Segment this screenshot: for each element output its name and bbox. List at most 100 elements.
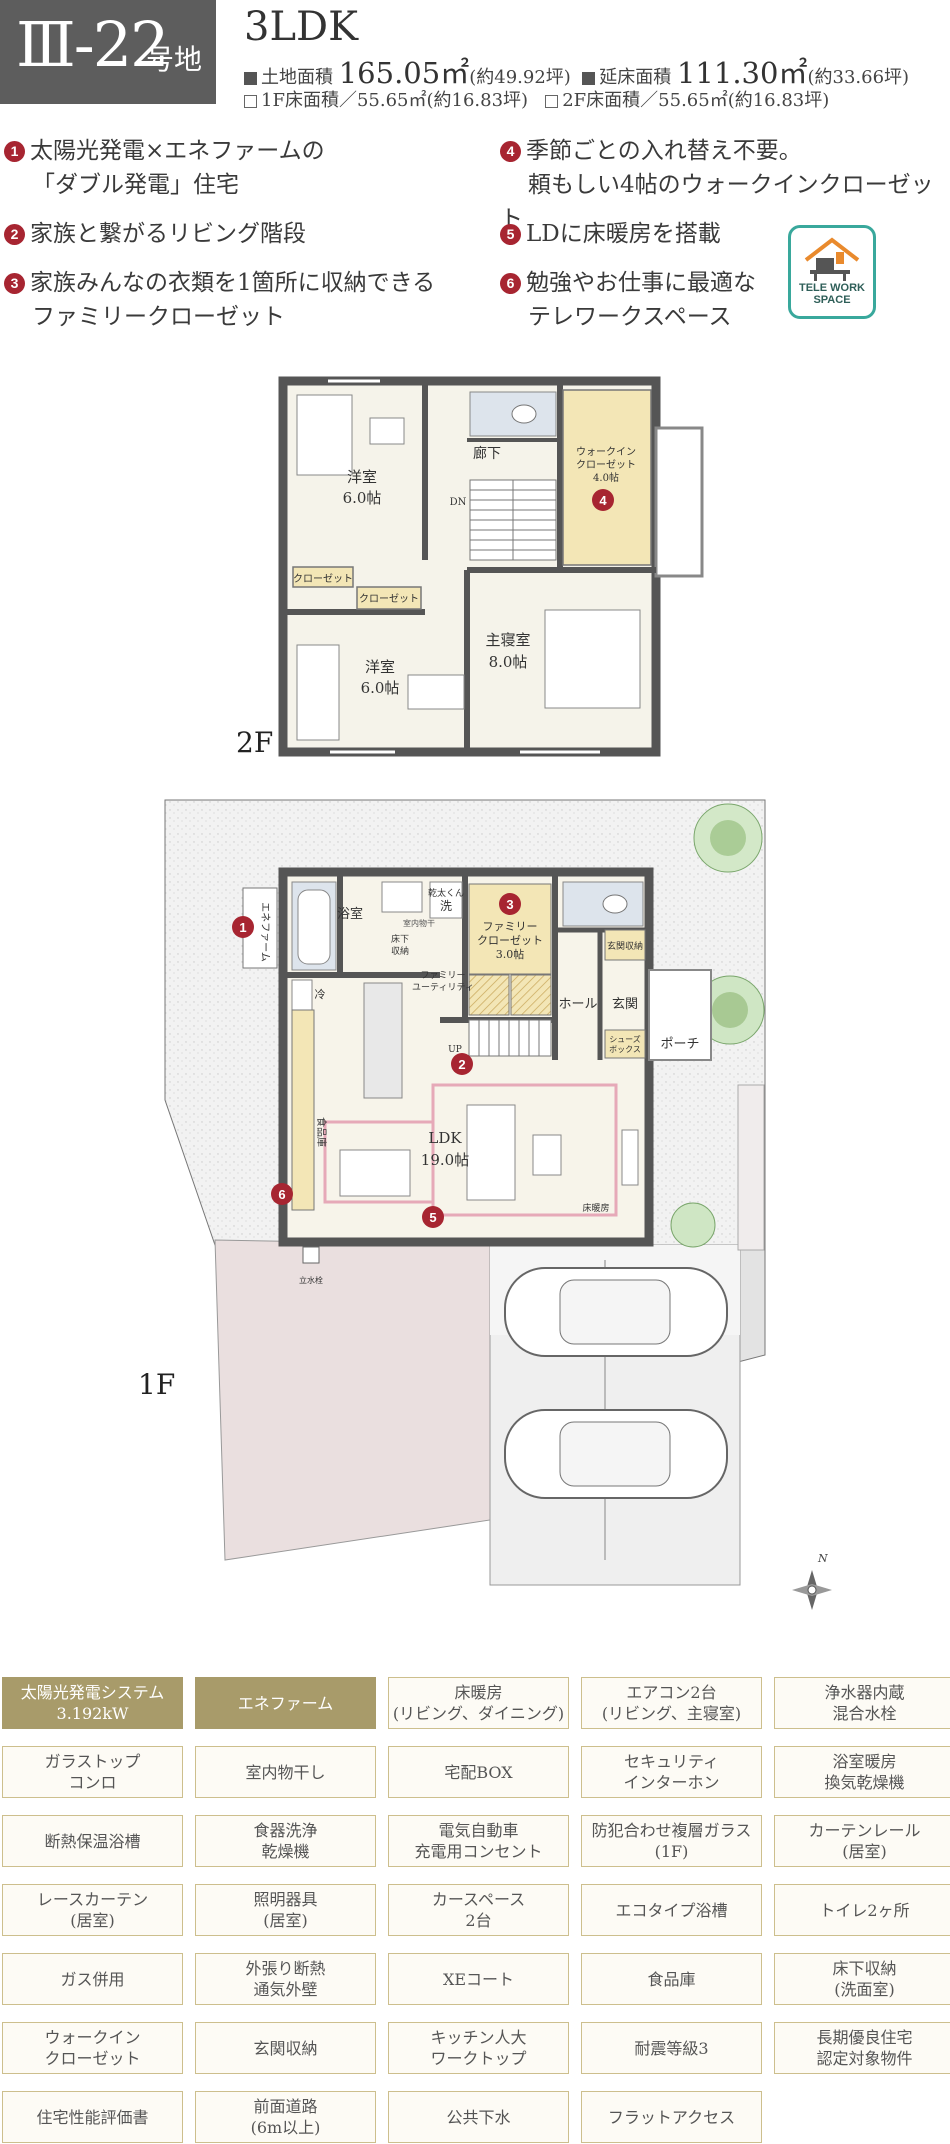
shoes-box-label-2: ボックス: [609, 1045, 641, 1054]
svg-text:1: 1: [239, 920, 246, 935]
equipment-item: 浄水器内蔵 混合水栓: [774, 1677, 950, 1729]
equipment-item-label: 宅配BOX: [444, 1762, 513, 1782]
first-floor-area: 1F床面積／55.65㎡(約16.83坪): [261, 90, 529, 111]
area-line-main: 土地面積 165.05㎡(約49.92坪) 延床面積 111.30㎡(約33.6…: [244, 50, 909, 92]
equipment-item: 室内物干し: [195, 1746, 376, 1798]
marker-2: 2: [451, 1053, 473, 1075]
closet-label-2: クローゼット: [359, 593, 419, 605]
family-closet-size: 3.0帖: [496, 948, 525, 961]
feature-text: 太陽光発電×エネファームの: [30, 138, 325, 164]
floor-area-label: 延床面積: [599, 67, 672, 88]
equipment-item: カースペース 2台: [388, 1884, 569, 1936]
compass-north-label: N: [817, 1552, 828, 1565]
lot-number: Ⅲ-22: [16, 8, 170, 81]
stairs-down-label: DN: [450, 497, 467, 508]
feature-number-badge: 1: [4, 141, 25, 162]
tree-icon: [693, 803, 763, 873]
equipment-item: 公共下水: [388, 2091, 569, 2143]
shoes-box-label-1: シューズ: [609, 1034, 641, 1044]
marker-5: 5: [422, 1206, 444, 1228]
floor-storage-label-1: 床下: [391, 933, 409, 945]
equipment-item: 宅配BOX: [388, 1746, 569, 1798]
equipment-item-label: 太陽光発電システム 3.192kW: [20, 1683, 165, 1723]
lot-number-badge: Ⅲ-22 号地: [0, 0, 216, 104]
marker-1: 1: [232, 916, 254, 938]
svg-text:2: 2: [458, 1057, 465, 1072]
laundry-label: 洗: [440, 899, 452, 913]
equipment-item: 玄関収納: [195, 2022, 376, 2074]
equipment-item-label: ガラストップ コンロ: [44, 1752, 141, 1792]
floor-2f-label: 2F: [236, 726, 273, 759]
family-closet-label-2: クローゼット: [477, 934, 543, 947]
area-line-sub: 1F床面積／55.65㎡(約16.83坪) 2F床面積／55.65㎡(約16.8…: [244, 86, 829, 112]
second-floor-area: 2F床面積／55.65㎡(約16.83坪): [562, 90, 830, 111]
land-area-label: 土地面積: [261, 67, 333, 88]
entrance-label: 玄関: [612, 997, 638, 1012]
equipment-item: キッチン人大 ワークトップ: [388, 2022, 569, 2074]
equipment-item: 防犯合わせ複層ガラス (1F): [581, 1815, 762, 1867]
equipment-item: カーテンレール (居室): [774, 1815, 950, 1867]
equipment-item: XEコート: [388, 1953, 569, 2005]
closet-label-1: クローゼット: [293, 573, 353, 585]
desk-chair-icon: [804, 237, 860, 281]
western-room-1-name: 洋室: [347, 468, 377, 486]
equipment-item: 住宅性能評価書: [2, 2091, 183, 2143]
equipment-item: ガス併用: [2, 1953, 183, 2005]
equipment-item-label: 防犯合わせ複層ガラス (1F): [591, 1821, 752, 1861]
floor-area-tsubo: (約33.66坪): [807, 67, 910, 88]
equipment-item: ウォークイン クローゼット: [2, 2022, 183, 2074]
entrance-storage-label: 玄関収納: [607, 940, 643, 952]
western-room-1-size: 6.0帖: [343, 489, 382, 507]
equipment-item: 電気自動車 充電用コンセント: [388, 1815, 569, 1867]
equipment-item: フラットアクセス: [581, 2091, 762, 2143]
equipment-item: レースカーテン (居室): [2, 1884, 183, 1936]
enefarm-label: エネファーム: [259, 902, 271, 962]
feature-text: 家族みんなの衣類を1箇所に収納できる: [30, 270, 436, 296]
marker-4: 4: [592, 489, 614, 511]
svg-text:5: 5: [429, 1210, 436, 1225]
marker-6: 6: [271, 1183, 293, 1205]
floor-storage-label-2: 収納: [391, 945, 409, 957]
feature-text: ファミリークローゼット: [32, 304, 285, 330]
equipment-item: エコタイプ浴槽: [581, 1884, 762, 1936]
bath-label: 浴室: [337, 906, 363, 922]
family-closet-label-1: ファミリー: [483, 920, 538, 933]
floor-area-value: 111.30㎡: [676, 56, 808, 90]
equipment-item-label: カースペース 2台: [431, 1890, 526, 1930]
equipment-item: 長期優良住宅 認定対象物件: [774, 2022, 950, 2074]
equipment-item-label: 公共下水: [446, 2107, 511, 2127]
equipment-item-label: 照明器具 (居室): [253, 1890, 318, 1930]
equipment-item-label: フラットアクセス: [607, 2107, 736, 2127]
compass-icon: N: [792, 1552, 832, 1610]
telework-space-badge: TELE WORK SPACE: [788, 225, 876, 319]
hall-1f-label: ホール: [558, 997, 597, 1012]
feature-number-badge: 6: [500, 273, 521, 294]
filled-square-icon: [244, 71, 257, 85]
car-icon: [504, 1409, 728, 1499]
equipment-item-label: XEコート: [442, 1969, 515, 1989]
wic-label-2: クローゼット: [576, 459, 636, 471]
equipment-item-label: 前面道路 (6m以上): [250, 2097, 321, 2137]
family-utility-label-1: ファミリー: [420, 971, 465, 981]
ldk-name: LDK: [428, 1129, 462, 1147]
car-icon: [504, 1267, 728, 1357]
telework-badge-line1: TELE WORK: [799, 282, 865, 294]
first-floor-site: エネファーム 浴室 乾太くん 洗 室内物干 床下 収納 ファミリー クローゼット…: [138, 799, 832, 1610]
equipment-item-label: 浴室暖房 換気乾燥機: [824, 1752, 905, 1792]
ldk-size: 19.0帖: [421, 1151, 469, 1169]
stairs-up-label: UP: [448, 1045, 462, 1055]
indoor-drying-label: 室内物干: [403, 918, 435, 928]
western-room-2-size: 6.0帖: [361, 679, 400, 697]
equipment-item-label: 浄水器内蔵 混合水栓: [824, 1683, 905, 1723]
equipment-item: 外張り断熱 通気外壁: [195, 1953, 376, 2005]
plan-type: 3LDK: [244, 4, 358, 50]
equipment-item: エネファーム: [195, 1677, 376, 1729]
second-floor-plan: 洋室 6.0帖 洋室 6.0帖 主寝室 8.0帖 廊下 DN ウォークイン クロ…: [236, 376, 704, 759]
land-area-value: 165.05㎡: [338, 56, 470, 90]
feature-number-badge: 2: [4, 224, 25, 245]
svg-text:4: 4: [599, 493, 607, 508]
fridge-label: 冷: [315, 988, 326, 1001]
pantry-label: 食品庫: [315, 1117, 328, 1147]
